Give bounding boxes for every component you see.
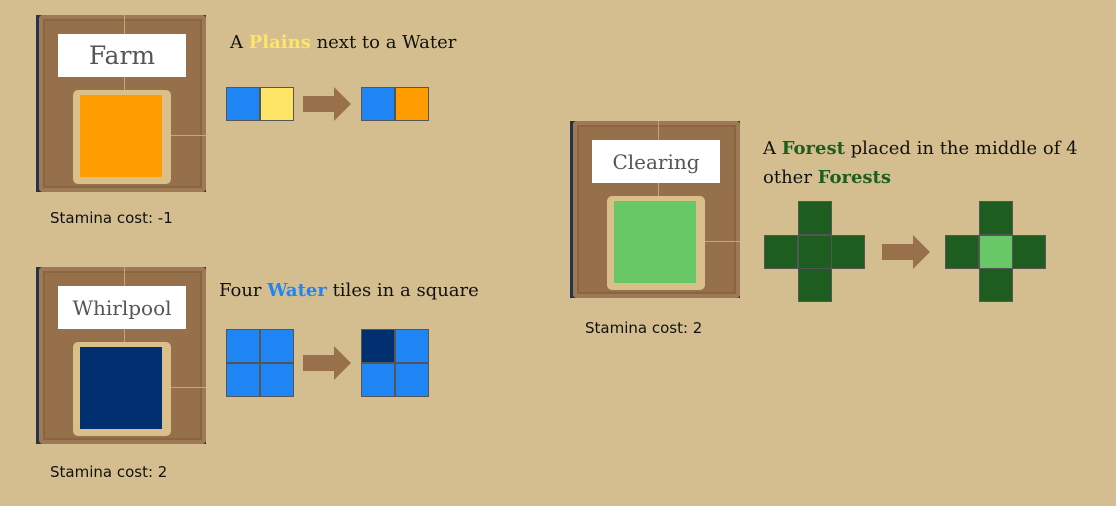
plains-tile [259, 87, 294, 121]
forest-tile [831, 234, 865, 269]
water-tile [259, 329, 294, 363]
forest-tile [945, 234, 979, 269]
whirlpool-tile-swatch [80, 347, 162, 429]
water-tile [361, 87, 395, 121]
water-tile [361, 362, 395, 397]
forest-tile [978, 268, 1013, 302]
forest-tile [764, 234, 798, 269]
forest-tile [797, 268, 832, 302]
farm-tile [394, 87, 429, 121]
whirlpool-tile [361, 329, 395, 363]
card-title: Farm [58, 34, 186, 77]
stamina-cost: Stamina cost: 2 [585, 319, 703, 337]
arrow-icon [303, 346, 351, 380]
rule-description: Four Water tiles in a square [219, 280, 479, 301]
clearing-card: Clearing [570, 121, 740, 298]
arrow-icon [882, 235, 930, 269]
farm-tile-swatch [80, 95, 162, 177]
card-title: Whirlpool [58, 286, 186, 329]
forest-tile [1012, 234, 1046, 269]
forest-tile [797, 234, 832, 269]
forest-tile [978, 201, 1013, 235]
water-tile [226, 87, 260, 121]
card-title: Clearing [592, 140, 720, 183]
water-tile [394, 362, 429, 397]
water-tile [259, 362, 294, 397]
farm-card: Farm [36, 15, 206, 192]
water-tile [226, 329, 260, 363]
whirlpool-card: Whirlpool [36, 267, 206, 444]
water-tile [226, 362, 260, 397]
forest-tile [797, 201, 832, 235]
stamina-cost: Stamina cost: 2 [50, 463, 168, 481]
rule-description: A Plains next to a Water [230, 32, 457, 53]
arrow-icon [303, 87, 351, 121]
stamina-cost: Stamina cost: -1 [50, 209, 173, 227]
clearing-tile [978, 234, 1013, 269]
clearing-tile-swatch [614, 201, 696, 283]
water-tile [394, 329, 429, 363]
